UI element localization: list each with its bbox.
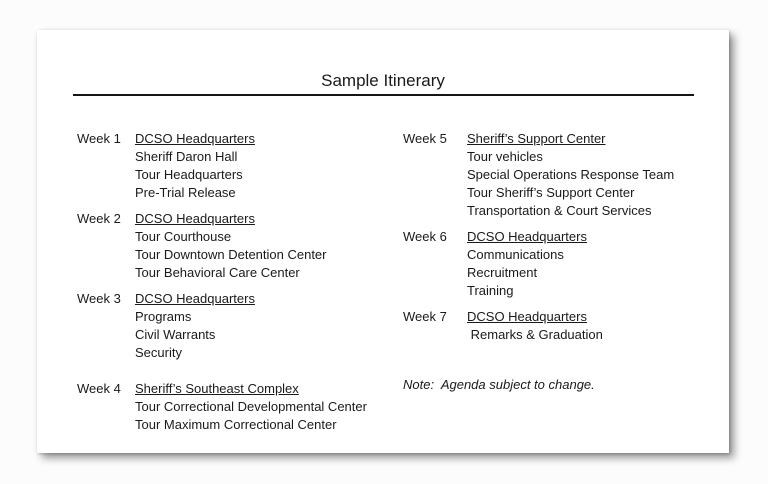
week-item: Communications <box>467 247 564 262</box>
left-column: Week 1 DCSO Headquarters Sheriff Daron H… <box>77 130 399 442</box>
week-item: Special Operations Response Team <box>467 167 675 182</box>
week-body: DCSO Headquarters Programs Civil Warrant… <box>135 290 255 362</box>
week-location: DCSO Headquarters <box>135 291 255 306</box>
week-location: DCSO Headquarters <box>135 131 255 146</box>
week-item: Remarks & Graduation <box>467 327 603 342</box>
week-location: DCSO Headquarters <box>467 229 587 244</box>
week-item: Tour Headquarters <box>135 167 243 182</box>
week-item: Tour Correctional Developmental Center <box>135 399 367 414</box>
week-location: Sheriff’s Support Center <box>467 131 606 146</box>
week-item: Transportation & Court Services <box>467 203 652 218</box>
week-item: Security <box>135 345 182 360</box>
week-label: Week 5 <box>403 131 447 146</box>
agenda-note: Note: Agenda subject to change. <box>403 377 595 392</box>
week-6-block: Week 6 DCSO Headquarters Communications … <box>403 228 729 300</box>
right-column: Week 5 Sheriff’s Support Center Tour veh… <box>403 130 729 442</box>
week-item: Pre-Trial Release <box>135 185 236 200</box>
week-item: Sheriff Daron Hall <box>135 149 238 164</box>
week-3-block: Week 3 DCSO Headquarters Programs Civil … <box>77 290 399 362</box>
week-label: Week 4 <box>77 381 121 396</box>
week-label: Week 1 <box>77 131 121 146</box>
week-item: Tour Maximum Correctional Center <box>135 417 337 432</box>
week-body: DCSO Headquarters Tour Courthouse Tour D… <box>135 210 327 282</box>
week-5-block: Week 5 Sheriff’s Support Center Tour veh… <box>403 130 729 220</box>
week-item: Recruitment <box>467 265 538 280</box>
week-1-block: Week 1 DCSO Headquarters Sheriff Daron H… <box>77 130 399 202</box>
week-item: Tour vehicles <box>467 149 543 164</box>
week-location: DCSO Headquarters <box>467 309 587 324</box>
page-title: Sample Itinerary <box>321 71 445 90</box>
week-body: Sheriff’s Southeast Complex Tour Correct… <box>135 380 367 434</box>
week-4-block: Week 4 Sheriff’s Southeast Complex Tour … <box>77 380 399 434</box>
week-body: Sheriff’s Support Center Tour vehicles S… <box>467 130 674 220</box>
week-item: Tour Courthouse <box>135 229 232 244</box>
week-body: DCSO Headquarters Sheriff Daron Hall Tou… <box>135 130 255 202</box>
week-item: Programs <box>135 309 192 324</box>
week-7-block: Week 7 DCSO Headquarters Remarks & Gradu… <box>403 308 729 344</box>
week-item: Tour Sheriff’s Support Center <box>467 185 635 200</box>
week-label: Week 2 <box>77 211 121 226</box>
itinerary-content: Week 1 DCSO Headquarters Sheriff Daron H… <box>37 130 729 442</box>
week-location: DCSO Headquarters <box>135 211 255 226</box>
week-label: Week 3 <box>77 291 121 306</box>
week-location: Sheriff’s Southeast Complex <box>135 381 299 396</box>
week-label: Week 7 <box>403 309 447 324</box>
week-body: DCSO Headquarters Communications Recruit… <box>467 228 587 300</box>
week-body: DCSO Headquarters Remarks & Graduation <box>467 308 603 344</box>
week-label: Week 6 <box>403 229 447 244</box>
week-item: Tour Behavioral Care Center <box>135 265 300 280</box>
document-page: Sample Itinerary Week 1 DCSO Headquarter… <box>37 30 729 453</box>
week-item: Tour Downtown Detention Center <box>135 247 327 262</box>
week-2-block: Week 2 DCSO Headquarters Tour Courthouse… <box>77 210 399 282</box>
week-item: Civil Warrants <box>135 327 216 342</box>
week-item: Training <box>467 283 514 298</box>
title-rule <box>73 94 694 96</box>
